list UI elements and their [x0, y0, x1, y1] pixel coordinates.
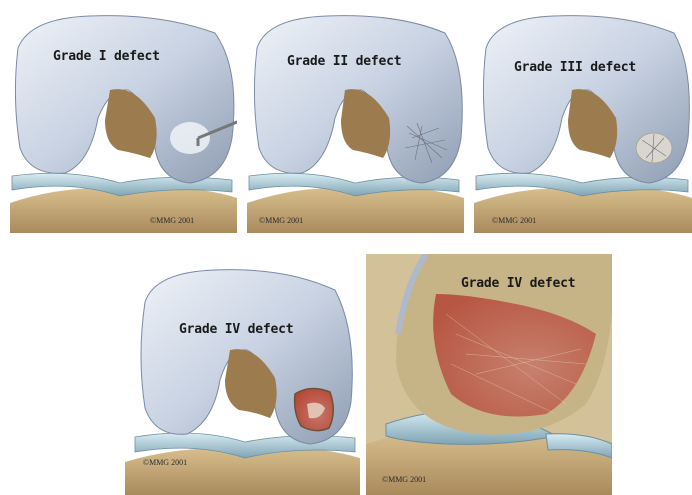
panel-grade-4-closeup: Grade IV defect ©MMG 2001: [366, 254, 612, 495]
copyright-text: ©MMG 2001: [143, 458, 187, 467]
copyright-text: ©MMG 2001: [492, 216, 536, 225]
copyright-text: ©MMG 2001: [259, 216, 303, 225]
panel-grade-3: Grade III defect ©MMG 2001: [474, 8, 692, 233]
panel-grade-4: Grade IV defect ©MMG 2001: [125, 262, 360, 495]
panel-grade-1: Grade I defect ©MMG 2001: [10, 8, 237, 233]
copyright-text: ©MMG 2001: [150, 216, 194, 225]
panel-title: Grade II defect: [287, 54, 401, 69]
panel-grade-2: Grade II defect ©MMG 2001: [247, 8, 464, 233]
copyright-text: ©MMG 2001: [382, 475, 426, 484]
panel-title: Grade IV defect: [179, 322, 293, 337]
knee-illustration-grade-2: [247, 8, 464, 233]
panel-title: Grade I defect: [53, 49, 160, 64]
knee-illustration-grade-3: [474, 8, 692, 233]
panel-title: Grade IV defect: [461, 276, 575, 291]
panel-title: Grade III defect: [514, 60, 636, 75]
knee-illustration-grade-1: [10, 8, 237, 233]
